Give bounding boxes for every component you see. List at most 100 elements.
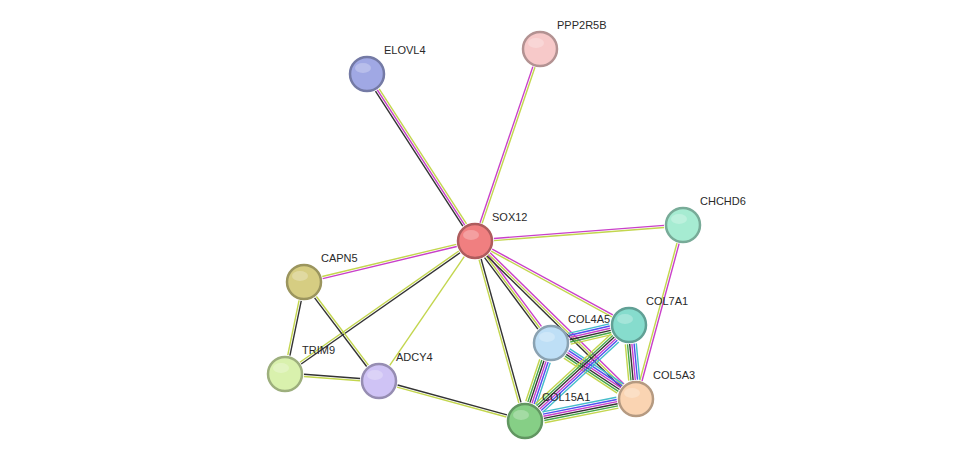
node-disc — [666, 208, 700, 242]
evidence-line — [544, 406, 618, 421]
protein-label: CHCHD6 — [700, 195, 746, 208]
interaction-edge — [304, 374, 360, 380]
evidence-line — [489, 254, 623, 385]
interaction-edge — [491, 249, 613, 317]
protein-label: TRIM9 — [302, 344, 335, 357]
node-circle — [532, 324, 570, 362]
interaction-edge — [640, 243, 679, 381]
evidence-line — [494, 228, 664, 241]
protein-node: COL7A1 — [610, 306, 648, 344]
protein-label: CAPN5 — [321, 252, 358, 265]
protein-node: ELOVL4 — [348, 55, 386, 93]
node-disc — [619, 382, 653, 416]
evidence-line — [494, 225, 664, 238]
evidence-line — [315, 298, 367, 367]
evidence-line — [377, 90, 464, 225]
node-disc — [350, 57, 384, 91]
node-highlight — [617, 314, 633, 324]
evidence-line — [304, 374, 360, 378]
node-disc — [362, 364, 396, 398]
protein-label: COL7A1 — [646, 295, 688, 308]
evidence-line — [375, 91, 462, 226]
protein-node: ADCY4 — [360, 362, 398, 400]
protein-label: COL4A5 — [568, 313, 610, 326]
node-disc — [534, 326, 568, 360]
protein-label: COL15A1 — [542, 391, 590, 404]
evidence-line — [490, 253, 624, 384]
node-circle — [506, 402, 544, 440]
evidence-line — [397, 387, 506, 417]
node-highlight — [355, 63, 371, 73]
interaction-edge — [568, 324, 611, 344]
protein-node: COL4A5 — [532, 324, 570, 362]
evidence-line — [398, 385, 507, 415]
protein-node: SOX12 — [456, 222, 494, 260]
evidence-line — [526, 359, 540, 401]
node-highlight — [671, 214, 687, 224]
evidence-line — [485, 258, 538, 330]
protein-label: ADCY4 — [396, 351, 433, 364]
node-circle — [456, 222, 494, 260]
evidence-line — [480, 67, 533, 223]
node-circle — [521, 30, 559, 68]
protein-node: COL5A3 — [617, 380, 655, 418]
node-highlight — [539, 332, 555, 342]
evidence-line — [390, 257, 465, 366]
protein-node: TRIM9 — [266, 355, 304, 393]
evidence-line — [288, 300, 299, 355]
interaction-edge — [625, 343, 639, 380]
evidence-line — [640, 243, 677, 380]
interaction-edge — [288, 300, 301, 355]
protein-label: PPP2R5B — [557, 19, 607, 32]
interaction-edge — [390, 257, 465, 366]
interaction-edge — [487, 253, 624, 388]
node-highlight — [624, 388, 640, 398]
node-highlight — [292, 271, 308, 281]
node-circle — [348, 55, 386, 93]
evidence-line — [290, 301, 301, 356]
node-circle — [617, 380, 655, 418]
evidence-line — [625, 344, 628, 380]
evidence-line — [486, 256, 539, 328]
evidence-line — [482, 67, 535, 223]
node-disc — [287, 265, 321, 299]
evidence-line — [304, 377, 360, 381]
node-highlight — [513, 410, 529, 420]
node-circle — [610, 306, 648, 344]
interaction-edge — [315, 296, 369, 366]
node-highlight — [463, 230, 479, 240]
node-disc — [523, 32, 557, 66]
evidence-line — [491, 251, 612, 317]
node-highlight — [528, 38, 544, 48]
evidence-line — [487, 256, 621, 387]
evidence-line — [642, 244, 679, 381]
evidence-line — [528, 360, 542, 402]
node-circle — [285, 263, 323, 301]
node-disc — [458, 224, 492, 258]
protein-label: SOX12 — [492, 211, 527, 224]
interaction-edge — [494, 225, 664, 240]
protein-node: COL15A1 — [506, 402, 544, 440]
node-disc — [612, 308, 646, 342]
node-circle — [664, 206, 702, 244]
interaction-edge — [485, 255, 542, 329]
evidence-line — [379, 89, 466, 224]
protein-label: ELOVL4 — [384, 44, 426, 57]
evidence-line — [545, 408, 619, 423]
interaction-edge — [375, 89, 466, 226]
evidence-line — [492, 249, 613, 315]
node-highlight — [273, 363, 289, 373]
protein-node: PPP2R5B — [521, 30, 559, 68]
protein-node: CAPN5 — [285, 263, 323, 301]
node-circle — [360, 362, 398, 400]
node-highlight — [367, 370, 383, 380]
protein-node: CHCHD6 — [664, 206, 702, 244]
interaction-edge — [480, 67, 535, 224]
node-disc — [268, 357, 302, 391]
interaction-edge — [397, 385, 507, 417]
evidence-line — [570, 330, 611, 339]
node-circle — [266, 355, 304, 393]
node-disc — [508, 404, 542, 438]
protein-label: COL5A3 — [653, 369, 695, 382]
